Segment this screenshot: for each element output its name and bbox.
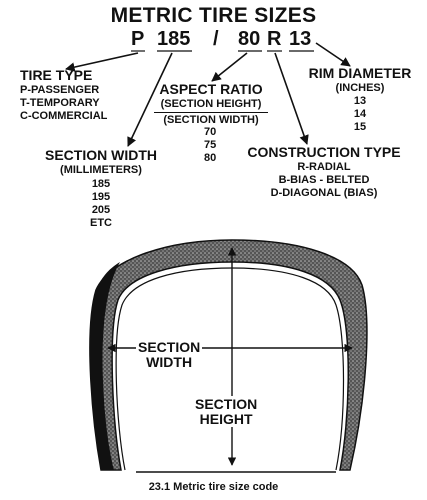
rim-diameter-unit: (INCHES)	[335, 82, 385, 94]
tire-type-item: C-COMMERCIAL	[20, 110, 108, 122]
section-width-value: 205	[91, 204, 111, 216]
aspect-ratio-values: 70 75 80	[204, 127, 216, 164]
rim-diameter-block: RIM DIAMETER (INCHES) 13 14 15	[300, 66, 420, 133]
construction-type-block: CONSTRUCTION TYPE R-RADIAL B-BIAS - BELT…	[238, 145, 410, 199]
tire-cross-section	[89, 239, 368, 473]
construction-type-item: R-RADIAL	[297, 161, 351, 173]
tire-type-item: T-TEMPORARY	[20, 97, 100, 109]
section-width-label-line2: WIDTH	[146, 353, 193, 370]
section-width-heading: SECTION WIDTH	[45, 147, 157, 163]
construction-type-heading: CONSTRUCTION TYPE	[247, 144, 401, 160]
code-construction: R	[267, 28, 282, 50]
section-height-label: SECTION HEIGHT	[193, 396, 260, 428]
arrow-to-construction-type	[274, 52, 309, 145]
aspect-ratio-heading: ASPECT RATIO	[159, 81, 263, 97]
rim-diameter-value: 15	[353, 121, 367, 133]
aspect-ratio-numerator: (SECTION HEIGHT)	[160, 98, 262, 110]
figure-caption: 23.1 Metric tire size code	[148, 481, 279, 493]
arrow-to-rim-diameter	[315, 42, 351, 67]
section-width-label: SECTION WIDTH	[136, 339, 203, 371]
section-width-label-line1: SECTION	[138, 339, 201, 355]
section-width-value: ETC	[90, 217, 112, 229]
diagram-title: METRIC TIRE SIZES	[110, 4, 317, 27]
code-tire-type: P	[131, 28, 145, 50]
section-width-block: SECTION WIDTH (MILLIMETERS) 185 195 205 …	[40, 148, 162, 229]
aspect-ratio-denominator: (SECTION WIDTH)	[163, 114, 259, 126]
aspect-ratio-block: ASPECT RATIO (SECTION HEIGHT) (SECTION W…	[150, 82, 272, 126]
fraction-bar	[154, 112, 268, 113]
section-width-value: 195	[91, 191, 111, 203]
rim-diameter-value: 13	[353, 95, 367, 107]
construction-type-item: B-BIAS - BELTED	[278, 174, 370, 186]
pointer-arrows	[65, 42, 351, 147]
aspect-ratio-value: 70	[204, 126, 217, 138]
code-aspect-ratio: 80	[238, 28, 261, 50]
code-rim-diameter: 13	[289, 28, 312, 50]
rim-diameter-heading: RIM DIAMETER	[308, 65, 412, 81]
construction-type-item: D-DIAGONAL (BIAS)	[270, 187, 378, 199]
aspect-ratio-value: 80	[204, 152, 217, 164]
code-slash: /	[213, 28, 219, 50]
code-section-width: 185	[157, 28, 191, 50]
section-width-unit: (MILLIMETERS)	[60, 164, 142, 176]
tire-type-item: P-PASSENGER	[20, 84, 100, 96]
arrow-to-section-width	[127, 52, 173, 147]
section-width-value: 185	[91, 178, 111, 190]
rim-diameter-value: 14	[353, 108, 367, 120]
section-height-label-line2: HEIGHT	[199, 410, 253, 427]
aspect-ratio-value: 75	[204, 139, 217, 151]
tire-body	[89, 239, 368, 471]
arrow-to-tire-type	[65, 52, 139, 72]
section-height-label-line1: SECTION	[195, 396, 258, 412]
arrow-to-aspect-ratio	[211, 52, 248, 82]
sidewall-shadow	[89, 262, 120, 470]
